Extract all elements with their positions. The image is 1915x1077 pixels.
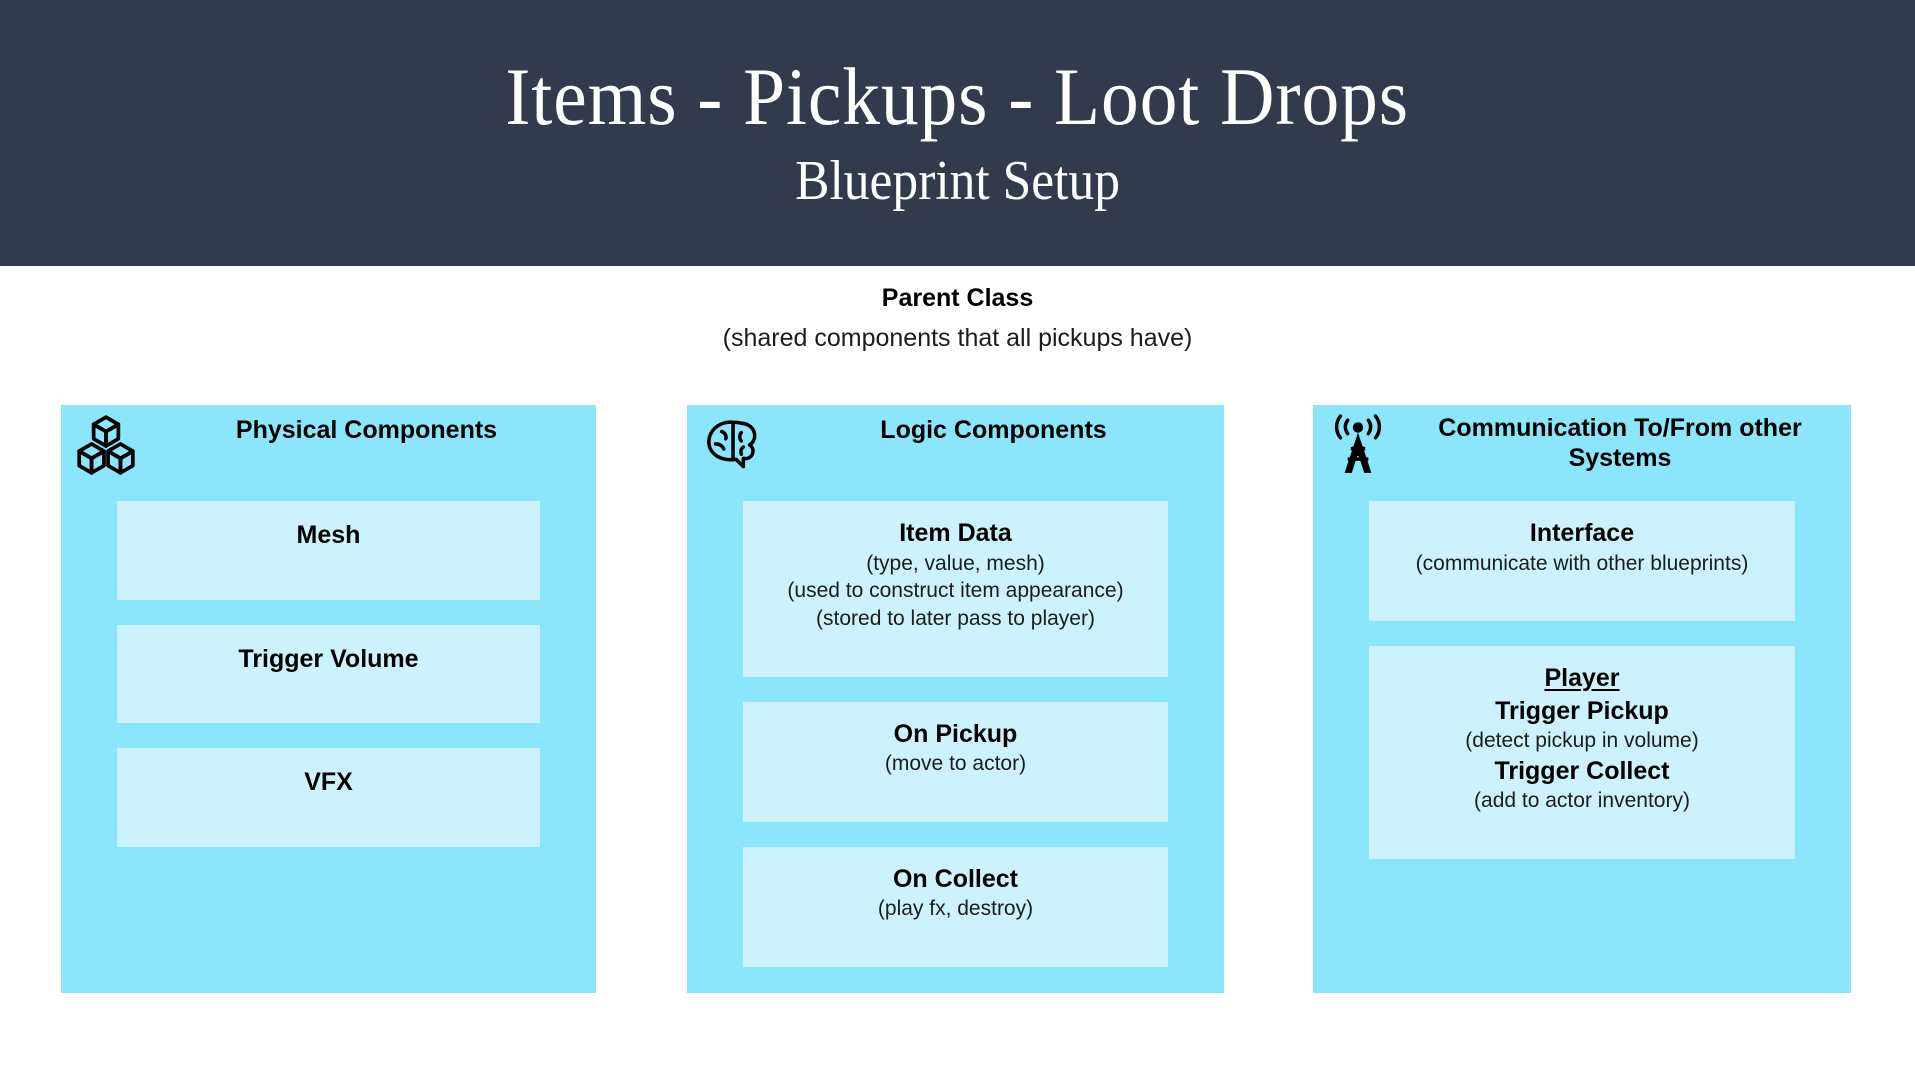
stacked-cubes-icon bbox=[73, 413, 139, 479]
panel-communication: Communication To/From other Systems Inte… bbox=[1313, 405, 1851, 993]
card-detail-line: (play fx, destroy) bbox=[877, 897, 1034, 921]
card-trigger-volume[interactable]: Trigger Volume bbox=[117, 624, 540, 723]
page-header: Items - Pickups - Loot Drops Blueprint S… bbox=[0, 0, 1915, 266]
card-mesh[interactable]: Mesh bbox=[117, 501, 540, 600]
page-title: Items - Pickups - Loot Drops bbox=[505, 50, 1410, 142]
page-subtitle: Blueprint Setup bbox=[795, 149, 1120, 212]
panel-cards: Item Data (type, value, mesh) (used to c… bbox=[743, 501, 1168, 992]
card-title: Interface bbox=[1529, 519, 1635, 547]
card-title: On Pickup bbox=[893, 719, 1018, 748]
card-detail-line: (communicate with other blueprints) bbox=[1415, 551, 1749, 575]
parent-class-subtitle: (shared components that all pickups have… bbox=[722, 324, 1193, 353]
card-interface[interactable]: Interface (communicate with other bluepr… bbox=[1369, 501, 1795, 622]
card-title: On Collect bbox=[892, 864, 1018, 893]
panel-header: Communication To/From other Systems bbox=[1313, 405, 1851, 501]
parent-class-title: Parent Class bbox=[881, 284, 1034, 312]
card-title: Trigger Volume bbox=[238, 644, 419, 673]
card-vfx[interactable]: VFX bbox=[117, 748, 540, 847]
card-detail-line: (move to actor) bbox=[884, 752, 1027, 776]
card-detail-line: (add to actor inventory) bbox=[1474, 789, 1690, 813]
panel-cards: Interface (communicate with other bluepr… bbox=[1369, 501, 1795, 884]
card-item-data[interactable]: Item Data (type, value, mesh) (used to c… bbox=[743, 501, 1168, 677]
parent-class-block: Parent Class (shared components that all… bbox=[0, 283, 1915, 355]
panel-cards: Mesh Trigger Volume VFX bbox=[117, 501, 540, 872]
panels-container: Physical Components Mesh Trigger Volume … bbox=[61, 405, 1851, 993]
card-title: Item Data bbox=[899, 519, 1012, 547]
panel-title: Communication To/From other Systems bbox=[1438, 414, 1802, 472]
panel-logic-components: Logic Components Item Data (type, value,… bbox=[687, 405, 1224, 993]
card-detail-line: (type, value, mesh) bbox=[866, 551, 1045, 575]
card-detail-line: (used to construct item appearance) bbox=[787, 579, 1124, 603]
card-title: Mesh bbox=[296, 521, 361, 549]
card-detail-line: Trigger Pickup bbox=[1495, 696, 1669, 725]
brain-icon bbox=[699, 413, 765, 479]
panel-header: Logic Components bbox=[687, 405, 1224, 501]
card-detail-line: (stored to later pass to player) bbox=[816, 606, 1095, 630]
card-detail-line: (detect pickup in volume) bbox=[1465, 729, 1699, 753]
card-title: VFX bbox=[304, 768, 353, 796]
panel-title: Logic Components bbox=[880, 416, 1107, 444]
card-player[interactable]: Player Trigger Pickup (detect pickup in … bbox=[1369, 646, 1795, 860]
card-on-collect[interactable]: On Collect (play fx, destroy) bbox=[743, 846, 1168, 968]
radio-tower-icon bbox=[1325, 413, 1391, 479]
card-on-pickup[interactable]: On Pickup (move to actor) bbox=[743, 701, 1168, 822]
card-title: Player bbox=[1544, 664, 1620, 693]
panel-header: Physical Components bbox=[61, 405, 596, 501]
card-detail-line: Trigger Collect bbox=[1494, 756, 1670, 785]
panel-physical-components: Physical Components Mesh Trigger Volume … bbox=[61, 405, 596, 993]
panel-title: Physical Components bbox=[235, 416, 498, 444]
